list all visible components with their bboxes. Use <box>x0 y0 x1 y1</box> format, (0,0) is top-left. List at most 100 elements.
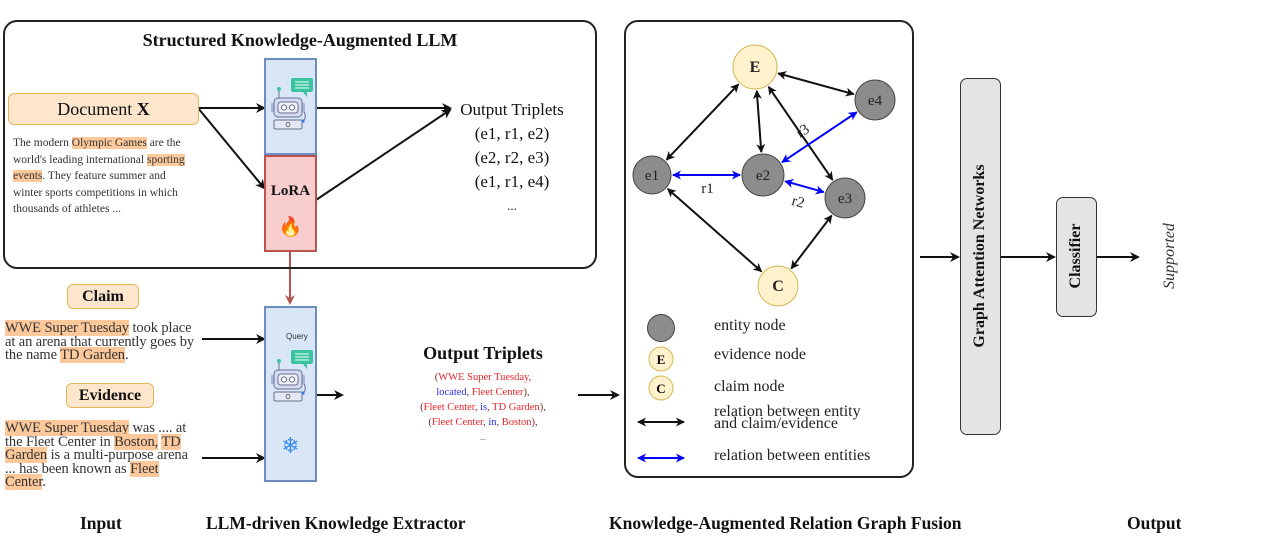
triplet-head: Fleet Center <box>423 402 475 413</box>
paren: ), <box>531 417 538 428</box>
edge-e2-e3 <box>784 179 825 195</box>
text-span: was .... at the Fleet Center in <box>5 420 187 450</box>
comma: , <box>474 402 481 413</box>
claim-text: WWE Super Tuesday took place at an arena… <box>5 320 205 363</box>
legend-evidence-glyph: E <box>657 352 666 367</box>
top-triplet-row: (e1, r1, e2) <box>474 124 550 143</box>
text-span: are the world's leading international <box>13 137 181 166</box>
structured-knowledge-llm-panel <box>3 20 597 269</box>
lora-block: LoRA 🔥 <box>264 155 317 252</box>
legend-black-edge-line1: relation between entity <box>714 403 861 420</box>
edge-E-e2 <box>752 89 766 154</box>
lora-label: LoRA <box>270 183 311 199</box>
triplet-head: WWE Super Tuesday <box>438 372 529 383</box>
paren: ( <box>428 417 432 428</box>
triplet-relation: is <box>480 402 488 413</box>
text-span: is a multi-purpose arena ... has been kn… <box>5 447 188 477</box>
highlighted-entity: WWE Super Tuesday <box>5 420 129 436</box>
legend-evidence-node <box>648 346 674 372</box>
arrow-doc-to-lora <box>197 107 266 190</box>
output-label: Supported <box>1161 223 1178 289</box>
node-label-e1: e1 <box>645 168 659 184</box>
node-e4 <box>854 79 896 121</box>
edge-e2-e4 <box>781 111 858 164</box>
legend-claim-label: claim node <box>714 378 785 395</box>
frozen-llm-extractor: Query ❄ <box>264 306 317 482</box>
legend-entity-node <box>647 314 675 342</box>
document-box: Document X <box>8 93 199 125</box>
comma: , <box>496 417 502 428</box>
evidence-text: WWE Super Tuesday was .... at the Fleet … <box>5 420 195 490</box>
document-text: The modern Olympic Games are the world's… <box>13 135 188 218</box>
edge-label-r1: r1 <box>701 181 714 197</box>
paren: ), <box>523 387 530 398</box>
edge-C-e1 <box>667 188 763 273</box>
top-output-triplets: Output Triplets (e1, r1, e2) (e2, r2, e3… <box>452 98 572 218</box>
legend-claim-glyph: C <box>656 381 665 396</box>
query-label: Query <box>286 332 308 341</box>
comma: , <box>466 387 472 398</box>
text-span: . <box>42 474 46 490</box>
edge-label-r2: r2 <box>790 193 806 212</box>
graph-attention-networks-block <box>960 78 1001 435</box>
legend-entity-label: entity node <box>714 317 786 334</box>
classifier-block <box>1056 197 1097 317</box>
text-span: . They feature summer and winter sports … <box>13 170 178 215</box>
llm-block <box>264 58 317 155</box>
triplet-relation: located <box>436 387 467 398</box>
document-variable: X <box>136 98 150 119</box>
node-label-e2: e2 <box>756 168 770 184</box>
fire-icon: 🔥 <box>278 217 303 238</box>
top-triplet-row: (e1, r1, e4) <box>474 172 550 191</box>
triplet-head: Fleet Center <box>431 417 484 428</box>
evidence-label: Evidence <box>78 386 142 404</box>
node-E <box>732 44 778 90</box>
comma: , <box>487 402 493 413</box>
edge-label-r3: r3 <box>793 121 812 141</box>
triplet-row: (WWE Super Tuesday, <box>393 370 573 385</box>
node-e2 <box>741 153 785 197</box>
triplet-tail: Boston <box>501 417 532 428</box>
legend-evidence-label: evidence node <box>714 346 806 363</box>
section-label-fusion: Knowledge-Augmented Relation Graph Fusio… <box>609 513 962 533</box>
robot-chat-icon <box>269 76 315 136</box>
comma: , <box>483 417 489 428</box>
panel-title: Structured Knowledge-Augmented LLM <box>142 30 458 50</box>
node-label-e3: e3 <box>838 191 852 207</box>
edge-C-e3 <box>790 214 833 270</box>
triplet-row-cont: located, Fleet Center), <box>393 385 573 400</box>
edge-E-e1 <box>665 83 740 161</box>
section-label-input: Input <box>80 513 122 533</box>
highlighted-entity: Olympic Games <box>71 137 147 149</box>
triplet-row: (Fleet Center, is, TD Garden), <box>393 400 573 415</box>
top-triplet-row: (e2, r2, e3) <box>474 148 550 167</box>
text-span: took place at an arena that currently go… <box>5 320 195 363</box>
legend-blue-edge-label: relation between entities <box>714 447 871 464</box>
node-label-E: E <box>750 59 761 76</box>
text-span: The modern <box>13 137 72 149</box>
text-span: . <box>124 347 129 363</box>
triplet-tail: TD Garden <box>492 402 540 413</box>
legend-symbols: E C <box>637 314 685 463</box>
node-label-C: C <box>772 278 784 295</box>
evidence-label-box: Evidence <box>66 383 154 408</box>
robot-chat-icon <box>269 348 315 408</box>
node-e1 <box>632 155 672 195</box>
top-triplet-ellipsis: ... <box>507 198 517 213</box>
relation-graph-panel <box>624 20 914 478</box>
node-C <box>757 265 799 307</box>
paren: ), <box>539 402 546 413</box>
arrow-lora-to-output <box>315 108 452 201</box>
triplet-tail: Fleet Center <box>471 387 524 398</box>
claim-label: Claim <box>82 287 124 305</box>
triplet-list: (WWE Super Tuesday,located, Fleet Center… <box>393 370 573 445</box>
paren: ( <box>434 372 439 383</box>
graph-legend: E C entity node evidence node claim node… <box>624 310 914 470</box>
extractor-output-title: Output Triplets <box>423 343 543 363</box>
legend-claim-node <box>648 375 674 401</box>
gat-label: Graph Attention Networks <box>971 164 988 348</box>
highlighted-entity: WWE Super Tuesday <box>5 320 129 336</box>
document-label: Document <box>57 98 133 119</box>
